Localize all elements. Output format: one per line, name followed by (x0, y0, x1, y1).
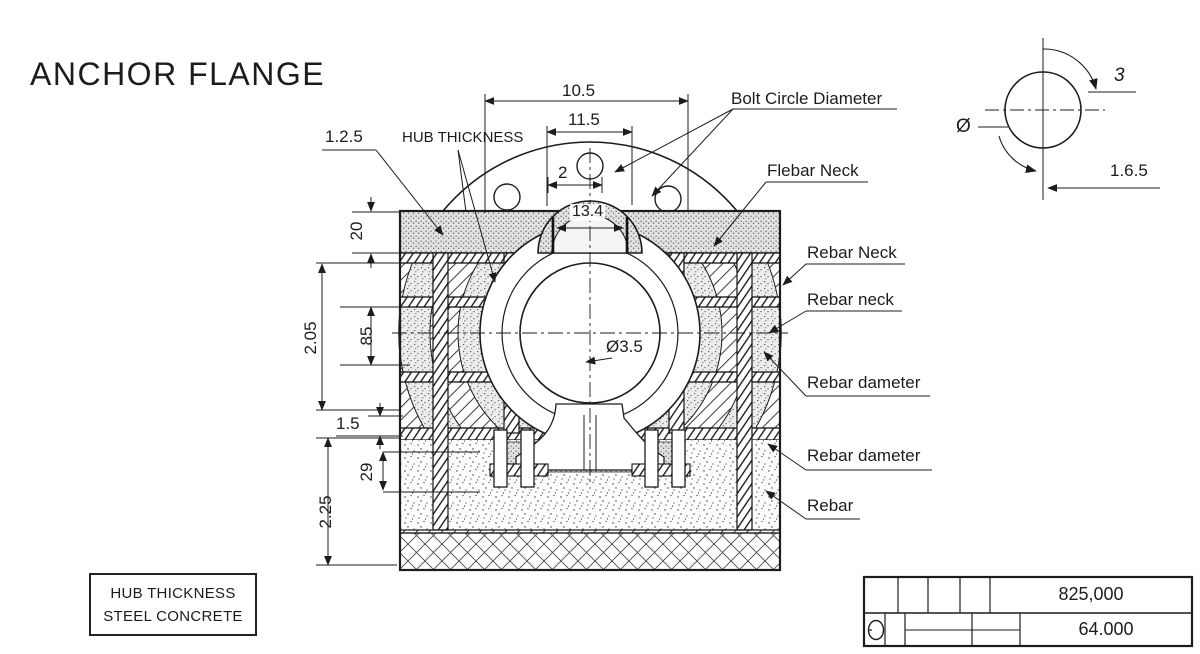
dim-band-height: 20 (347, 221, 366, 241)
callout-rebar-neck-1: Rebar Neck (807, 243, 897, 262)
anchor-rods (493, 429, 686, 488)
rebar-column-outer-right (736, 252, 753, 531)
callout-hub-thickness: HUB THICKNESS (402, 129, 524, 146)
dim-bolt-span-inner: 11.5 (568, 110, 600, 129)
detail-view (978, 38, 1160, 200)
dimension-lines (316, 94, 689, 566)
title-block (862, 575, 1194, 648)
dim-bolt-hole: 2 (558, 163, 568, 182)
bolt-hole-left (493, 183, 521, 211)
dim-base-height: 2.25 (316, 495, 335, 529)
leader-lines (322, 108, 932, 520)
projection-symbol-icon (867, 619, 885, 641)
callout-flebar-neck: Flebar Neck (767, 161, 859, 180)
dim-bore-height: 85 (357, 326, 376, 346)
callout-rebar: Rebar (807, 496, 854, 515)
dim-anchor-depth: 29 (357, 462, 376, 482)
title-block-value-top: 825,000 (1058, 584, 1124, 604)
legend-box: HUB THICKNESS STEEL CONCRETE (89, 573, 257, 636)
callout-rebar-neck-2: Rebar neck (807, 290, 894, 309)
dim-bolt-span-outer: 10.5 (562, 81, 596, 100)
callout-bolt-circle-diameter: Bolt Circle Diameter (731, 89, 883, 108)
bolt-hole-right (654, 185, 682, 213)
detail-offset-value: 1.6.5 (1110, 161, 1148, 180)
centerlines (392, 148, 788, 482)
dim-flange-offset: 1.2.5 (325, 127, 363, 146)
legend-line-1: HUB THICKNESS (110, 584, 236, 602)
detail-diameter-symbol: Ø (956, 116, 971, 137)
bore-bottom-lines (583, 415, 597, 470)
legend-line-2: STEEL CONCRETE (103, 607, 243, 625)
dim-bore-diameter: Ø3.5 (604, 337, 645, 356)
dim-hub-top-width: 13.4 (570, 203, 606, 221)
detail-angle-value: 3 (1114, 65, 1125, 86)
title-block-value-bottom: 64.000 (1078, 619, 1134, 639)
base-slab (400, 532, 780, 571)
rebar-column-outer-left (432, 252, 449, 531)
callout-rebar-diameter-2: Rebar dameter (807, 446, 921, 465)
callout-rebar-diameter-1: Rebar dameter (807, 373, 921, 392)
dim-body-height: 2.05 (301, 321, 320, 355)
dim-gap: 1.5 (336, 414, 360, 433)
page-title: ANCHOR FLANGE (30, 56, 326, 92)
